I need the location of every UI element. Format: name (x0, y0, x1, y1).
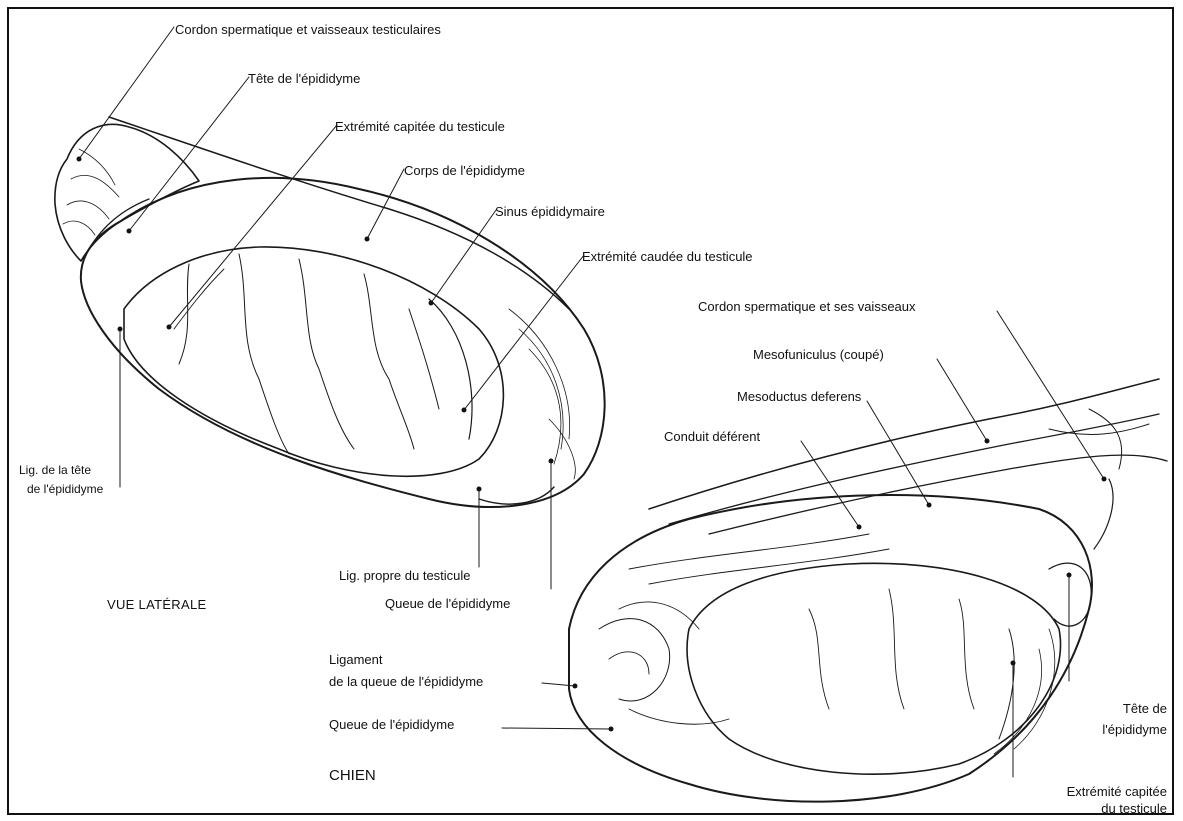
label-extremite-caudee: Extrémité caudée du testicule (582, 249, 753, 265)
view-title-lateral: VUE LATÉRALE (107, 597, 206, 613)
label-conduit-deferent: Conduit déférent (664, 429, 760, 445)
label-queue-epididyme-lateral: Queue de l'épididyme (385, 596, 510, 612)
label-extremite-capitee-lateral: Extrémité capitée du testicule (335, 119, 505, 135)
label-tete-epididyme-lateral: Tête de l'épididyme (248, 71, 360, 87)
label-lig-propre-testicule: Lig. propre du testicule (339, 568, 471, 584)
species-label: CHIEN (329, 768, 376, 784)
label-tete-epididyme-medial-line2: l'épididyme (1067, 722, 1167, 738)
label-ligament-queue-line2: de la queue de l'épididyme (329, 674, 483, 690)
medial-testis-drawing (569, 379, 1167, 802)
label-lig-tete-epididyme-line2: de l'épididyme (27, 480, 103, 498)
leader-dots-medial (573, 439, 1107, 732)
anatomical-drawing (9, 9, 1176, 817)
label-lig-tete-epididyme-line1: Lig. de la tête (19, 461, 91, 479)
label-mesofuniculus: Mesofuniculus (coupé) (753, 347, 884, 363)
label-sinus-epididymaire: Sinus épididymaire (495, 204, 605, 220)
label-ligament-queue-line1: Ligament (329, 652, 382, 668)
label-extremite-capitee-medial-line1: Extrémité capitée (997, 784, 1167, 800)
label-queue-epididyme-medial: Queue de l'épididyme (329, 717, 454, 733)
label-cordon-lateral: Cordon spermatique et vaisseaux testicul… (175, 22, 441, 38)
label-cordon-medial: Cordon spermatique et ses vaisseaux (698, 299, 916, 315)
label-tete-epididyme-medial-line1: Tête de (1089, 701, 1167, 717)
label-corps-epididyme: Corps de l'épididyme (404, 163, 525, 179)
label-extremite-capitee-medial-line2: du testicule (1047, 801, 1167, 817)
label-mesoductus-deferens: Mesoductus deferens (737, 389, 861, 405)
figure-frame: Cordon spermatique et vaisseaux testicul… (7, 7, 1174, 815)
